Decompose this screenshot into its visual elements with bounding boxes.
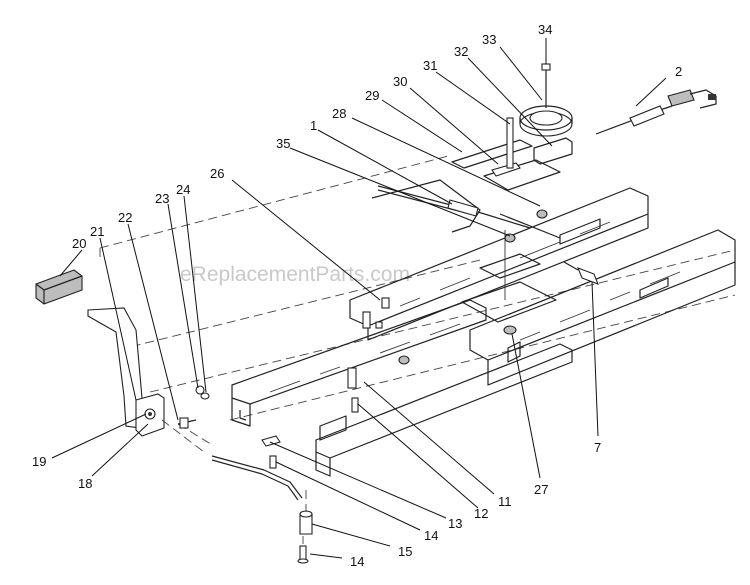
lower-angle-bracket bbox=[315, 343, 573, 477]
callout-27: 27 bbox=[534, 482, 548, 497]
callout-21: 21 bbox=[90, 224, 104, 239]
pulley bbox=[519, 105, 573, 137]
callout-29: 29 bbox=[365, 88, 379, 103]
center-frame-rail bbox=[349, 187, 649, 341]
callout-26: 26 bbox=[210, 166, 224, 181]
control-cable bbox=[595, 89, 717, 135]
deck-outline bbox=[99, 154, 736, 421]
pedal-pivot-bracket bbox=[135, 393, 165, 437]
mounting-plate bbox=[461, 230, 557, 323]
pin-and-spacer bbox=[261, 435, 313, 564]
callout-19: 19 bbox=[32, 454, 46, 469]
upper-cross-plate bbox=[451, 139, 561, 191]
callout-15: 15 bbox=[398, 544, 412, 559]
watermark-text: eReplacementParts.com bbox=[180, 263, 410, 286]
callout-11: 11 bbox=[498, 494, 512, 509]
callout-23: 23 bbox=[155, 191, 169, 206]
callout-14-lower: 14 bbox=[350, 554, 364, 569]
callout-34: 34 bbox=[538, 22, 552, 37]
callout-1: 1 bbox=[310, 118, 317, 133]
callout-14-upper: 14 bbox=[424, 528, 438, 543]
callout-12: 12 bbox=[474, 506, 488, 521]
right-frame-rail bbox=[469, 229, 736, 386]
callout-13: 13 bbox=[448, 516, 462, 531]
callout-33: 33 bbox=[482, 32, 496, 47]
callout-22: 22 bbox=[118, 210, 132, 225]
callout-18: 18 bbox=[78, 476, 92, 491]
left-angle-rail bbox=[231, 299, 487, 427]
callout-labels: 34 33 32 2 31 30 29 28 1 35 26 24 23 22 … bbox=[32, 22, 682, 569]
idler-bracket bbox=[533, 137, 573, 165]
fasteners bbox=[347, 117, 548, 413]
callout-35: 35 bbox=[276, 136, 290, 151]
callout-24: 24 bbox=[176, 182, 190, 197]
bolt-34 bbox=[541, 63, 551, 108]
pivot-bolt bbox=[177, 385, 210, 429]
callout-2: 2 bbox=[675, 64, 682, 79]
callout-30: 30 bbox=[393, 74, 407, 89]
callout-32: 32 bbox=[454, 44, 468, 59]
brake-pedal bbox=[35, 269, 151, 429]
leader-lines bbox=[51, 38, 667, 559]
extension-spring bbox=[563, 261, 599, 285]
callout-20: 20 bbox=[72, 236, 86, 251]
callout-28: 28 bbox=[332, 106, 346, 121]
callout-31: 31 bbox=[423, 58, 437, 73]
pedal-link-rod bbox=[161, 419, 303, 501]
callout-7: 7 bbox=[594, 440, 601, 455]
